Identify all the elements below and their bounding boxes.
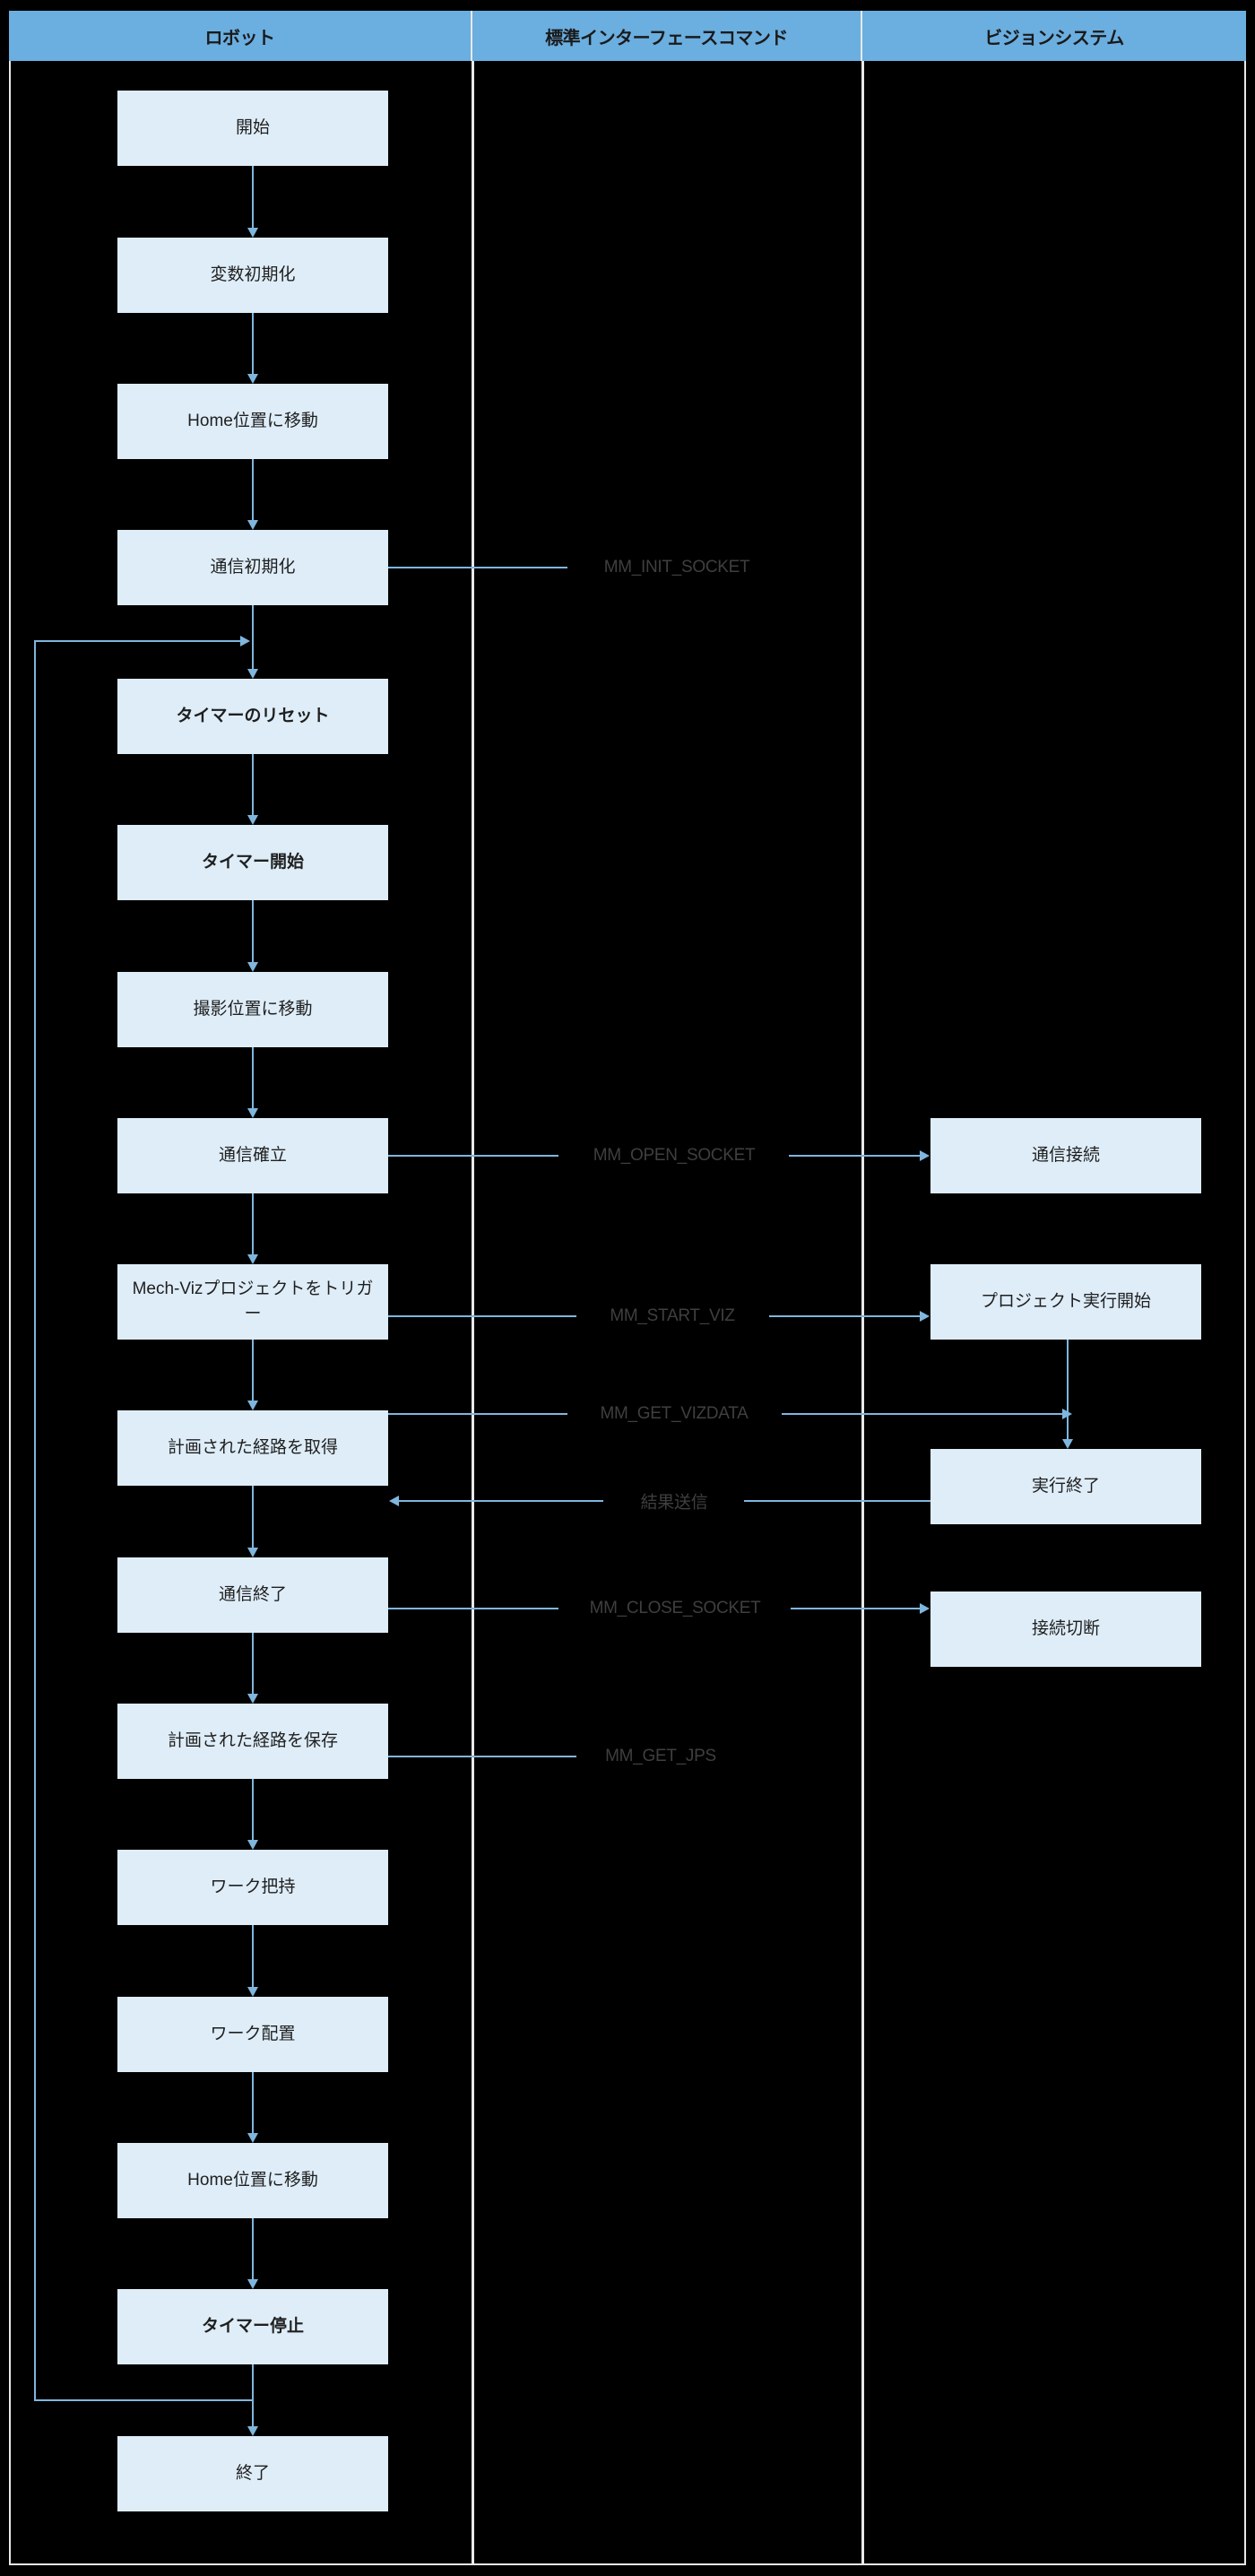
- loop-segment-top: [34, 640, 242, 642]
- msg6-arrowhead: [920, 1603, 930, 1614]
- connector-r5-r6: [252, 754, 254, 815]
- connector-r8-r9: [252, 1193, 254, 1254]
- msg3-line-right: [769, 1315, 921, 1317]
- msg5-arrowhead: [389, 1496, 399, 1506]
- arrowhead-r14: [247, 1987, 258, 1997]
- msg6-line-right: [791, 1608, 921, 1609]
- node-establish-communication[interactable]: 通信確立: [117, 1118, 388, 1193]
- arrowhead-r8: [247, 1108, 258, 1118]
- node-place-workpiece[interactable]: ワーク配置: [117, 1997, 388, 2072]
- arrowhead-r12: [247, 1694, 258, 1704]
- msg-label-send-result: 結果送信: [640, 1493, 708, 1513]
- node-vision-execution-end[interactable]: 実行終了: [930, 1449, 1201, 1524]
- msg6-line-left: [388, 1608, 558, 1609]
- connector-r1-r2: [252, 166, 254, 228]
- arrowhead-r4: [247, 520, 258, 530]
- msg7-line: [388, 1756, 576, 1757]
- msg3-arrowhead: [920, 1311, 930, 1322]
- node-start[interactable]: 開始: [117, 91, 388, 166]
- msg-label-mm-start-viz: MM_START_VIZ: [610, 1306, 735, 1325]
- lane-divider-2: [861, 61, 864, 2565]
- msg-label-mm-get-jps: MM_GET_JPS: [605, 1747, 716, 1765]
- connector-r6-r7: [252, 900, 254, 962]
- msg4-line-right: [782, 1413, 1063, 1415]
- node-get-planned-path[interactable]: 計画された経路を取得: [117, 1410, 388, 1486]
- arrowhead-r16: [247, 2279, 258, 2289]
- connector-r14-r15: [252, 2072, 254, 2133]
- node-pick-workpiece[interactable]: ワーク把持: [117, 1850, 388, 1925]
- connector-r10-r11: [252, 1486, 254, 1548]
- arrowhead-r6: [247, 815, 258, 825]
- connector-r13-r14: [252, 1925, 254, 1987]
- node-move-capture-position[interactable]: 撮影位置に移動: [117, 972, 388, 1047]
- arrowhead-r2: [247, 228, 258, 238]
- swimlane-header-row: ロボット 標準インターフェースコマンド ビジョンシステム: [9, 11, 1246, 61]
- connector-v2-v3: [1067, 1340, 1069, 1439]
- msg5-line-left: [399, 1500, 603, 1502]
- loop-segment-left: [34, 640, 36, 2399]
- node-end[interactable]: 終了: [117, 2436, 388, 2511]
- msg2-line-left: [388, 1155, 558, 1157]
- connector-r12-r13: [252, 1779, 254, 1840]
- connector-r9-r10: [252, 1340, 254, 1401]
- loop-segment-bottom: [34, 2399, 253, 2401]
- msg-label-mm-open-socket: MM_OPEN_SOCKET: [593, 1146, 756, 1165]
- connector-r2-r3: [252, 313, 254, 374]
- node-timer-stop[interactable]: タイマー停止: [117, 2289, 388, 2364]
- msg5-line-right: [744, 1500, 930, 1502]
- lane-divider-1: [472, 61, 474, 2565]
- lane-header-robot: ロボット: [9, 11, 472, 61]
- node-timer-reset[interactable]: タイマーのリセット: [117, 679, 388, 754]
- connector-r11-r12: [252, 1633, 254, 1694]
- lane-header-command: 標準インターフェースコマンド: [472, 11, 862, 61]
- node-move-home-2[interactable]: Home位置に移動: [117, 2143, 388, 2218]
- node-trigger-mechviz-project[interactable]: Mech-Vizプロジェクトをトリガー: [117, 1264, 388, 1340]
- arrowhead-r11: [247, 1548, 258, 1557]
- connector-r3-r4: [252, 459, 254, 520]
- connector-r4-r5: [252, 605, 254, 669]
- arrowhead-r17: [247, 2426, 258, 2436]
- msg3-line-left: [388, 1315, 576, 1317]
- arrowhead-r5: [247, 669, 258, 679]
- connector-r7-r8: [252, 1047, 254, 1108]
- node-vision-disconnect[interactable]: 接続切断: [930, 1592, 1201, 1667]
- node-init-communication[interactable]: 通信初期化: [117, 530, 388, 605]
- lane-header-vision: ビジョンシステム: [862, 11, 1246, 61]
- node-init-variables[interactable]: 変数初期化: [117, 238, 388, 313]
- msg2-arrowhead: [920, 1150, 930, 1161]
- connector-r15-r16: [252, 2218, 254, 2279]
- msg1-line: [388, 567, 567, 568]
- node-close-communication[interactable]: 通信終了: [117, 1557, 388, 1633]
- node-vision-project-start[interactable]: プロジェクト実行開始: [930, 1264, 1201, 1340]
- node-move-home-1[interactable]: Home位置に移動: [117, 384, 388, 459]
- msg-label-mm-get-vizdata: MM_GET_VIZDATA: [600, 1404, 749, 1423]
- node-timer-start[interactable]: タイマー開始: [117, 825, 388, 900]
- msg4-line-left: [388, 1413, 567, 1415]
- msg2-line-right: [789, 1155, 921, 1157]
- arrowhead-v3: [1062, 1439, 1073, 1449]
- arrowhead-r15: [247, 2133, 258, 2143]
- node-save-planned-path[interactable]: 計画された経路を保存: [117, 1704, 388, 1779]
- loop-arrowhead: [240, 636, 250, 646]
- connector-r16-r17: [252, 2364, 254, 2426]
- arrowhead-r9: [247, 1254, 258, 1264]
- arrowhead-r13: [247, 1840, 258, 1850]
- arrowhead-r7: [247, 962, 258, 972]
- msg-label-mm-close-socket: MM_CLOSE_SOCKET: [589, 1599, 761, 1618]
- node-vision-connect[interactable]: 通信接続: [930, 1118, 1201, 1193]
- arrowhead-r3: [247, 374, 258, 384]
- arrowhead-r10: [247, 1401, 258, 1410]
- msg-label-mm-init-socket: MM_INIT_SOCKET: [603, 558, 750, 577]
